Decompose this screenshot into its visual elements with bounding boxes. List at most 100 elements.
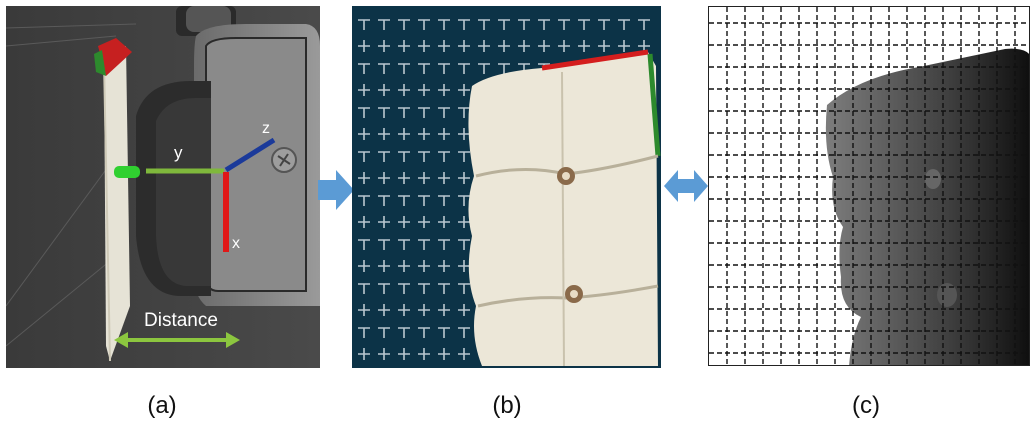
marker [398,195,410,206]
marker [398,172,410,184]
marker [398,84,410,96]
marker [438,283,450,294]
marker [378,195,390,206]
marker [398,239,410,250]
marker [418,195,430,206]
marker [478,19,490,30]
dashed-grid [709,7,1029,365]
marker [398,216,410,228]
tactile-scene [352,6,661,368]
marker [358,348,370,360]
marker [598,19,610,30]
marker [598,40,610,52]
x-axis-label: x [232,235,240,252]
marker [458,348,470,360]
marker [438,216,450,228]
panel-a-simulation-view: y x z Distance [6,6,320,368]
marker [498,40,510,52]
marker [378,172,390,184]
marker [638,40,650,52]
marker [398,151,410,162]
marker [378,19,390,30]
marker [418,348,430,360]
marker [398,260,410,272]
marker [378,40,390,52]
marker [418,304,430,316]
marker [518,19,530,30]
marker [358,239,370,250]
marker [438,304,450,316]
marker [558,40,570,52]
cube-face [468,49,661,367]
marker [378,348,390,360]
marker [618,19,630,30]
marker [458,239,470,250]
marker [438,63,450,74]
marker [378,151,390,162]
simulation-scene: y x z Distance [6,6,320,368]
caption-c: (c) [852,392,880,419]
marker [458,128,470,140]
marker [358,128,370,140]
marker [418,216,430,228]
marker [438,40,450,52]
marker [458,172,470,184]
marker [578,40,590,52]
marker [398,19,410,30]
marker [358,327,370,338]
marker [358,304,370,316]
marker [358,40,370,52]
object-cube [94,38,132,362]
marker [378,128,390,140]
marker [458,304,470,316]
marker [358,151,370,162]
marker [358,195,370,206]
marker [438,19,450,30]
y-axis-arrow [114,166,224,178]
caption-b: (b) [492,392,522,419]
marker [418,172,430,184]
marker [378,283,390,294]
marker [638,19,650,30]
distance-label: Distance [144,310,218,331]
marker [458,19,470,30]
marker [358,19,370,30]
marker [518,40,530,52]
marker [618,40,630,52]
marker [398,327,410,338]
gripper-body [136,6,320,306]
marker [398,107,410,118]
marker [378,107,390,118]
marker [418,327,430,338]
marker [418,63,430,74]
marker [438,128,450,140]
marker [378,63,390,74]
floor-grid [6,23,137,347]
panel-c-depth-map [708,6,1030,366]
marker [498,63,510,74]
z-axis-arrow [224,137,276,173]
marker [438,239,450,250]
marker [458,63,470,74]
marker [418,19,430,30]
marker [458,151,470,162]
marker [378,239,390,250]
marker [458,195,470,206]
z-axis-label: z [262,120,270,137]
right-arrow-icon [318,170,354,210]
distance-arrow [114,332,240,348]
marker [398,128,410,140]
marker [358,63,370,74]
marker [398,40,410,52]
marker [378,260,390,272]
marker [458,327,470,338]
marker [458,84,470,96]
marker [398,348,410,360]
marker [418,107,430,118]
marker [438,172,450,184]
marker [438,107,450,118]
y-axis-label: y [174,143,183,162]
marker [418,283,430,294]
marker [418,239,430,250]
marker [358,283,370,294]
